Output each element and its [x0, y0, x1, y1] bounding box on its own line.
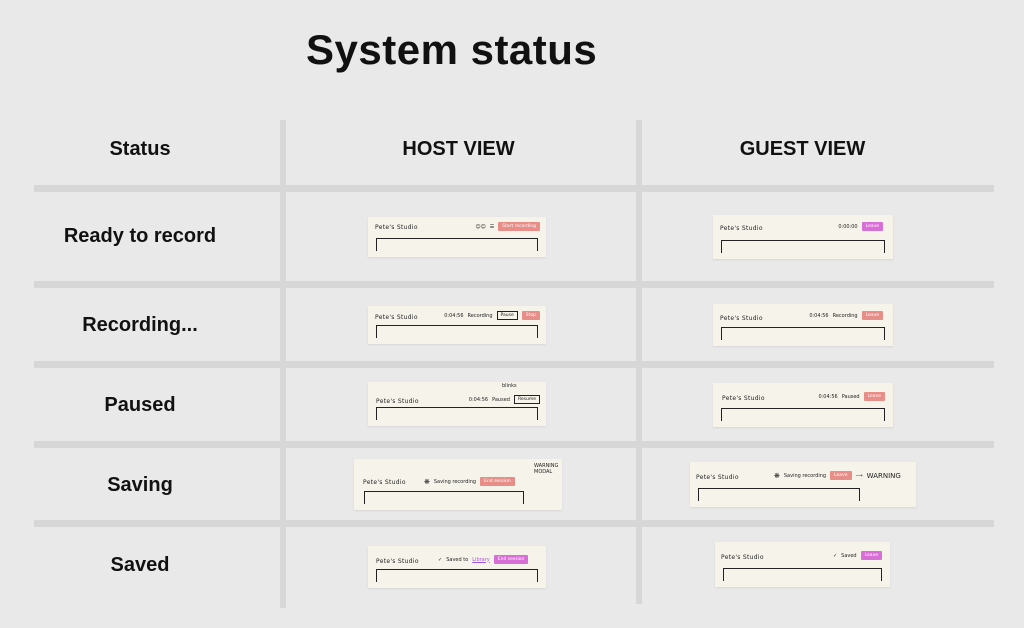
- pause-button[interactable]: Pause: [496, 311, 518, 320]
- studio-name: Pete's Studio: [696, 474, 739, 481]
- check-icon: ✓: [832, 552, 838, 559]
- video-area: [721, 240, 885, 253]
- stop-button[interactable]: Stop: [521, 311, 540, 320]
- guest-card-paused: Pete's Studio 0:04:56 Paused Leave: [713, 383, 893, 427]
- spinner-icon: ❋: [424, 477, 430, 486]
- video-area: [723, 568, 882, 581]
- header-guest-view: GUEST VIEW: [739, 138, 866, 160]
- studio-name: Pete's Studio: [720, 315, 763, 322]
- video-area: [376, 238, 538, 251]
- leave-button[interactable]: Leave: [861, 311, 883, 320]
- studio-name: Pete's Studio: [721, 554, 764, 561]
- saved-status: Saved: [841, 552, 857, 559]
- row-label-recording: Recording...: [82, 314, 198, 336]
- row-label-saved: Saved: [110, 554, 170, 576]
- guest-card-ready: Pete's Studio 0:00:00 Leave: [713, 215, 893, 259]
- end-session-button[interactable]: End session: [480, 477, 515, 486]
- video-area: [698, 488, 860, 501]
- timer: 0:04:56: [444, 312, 464, 319]
- grid-divider: [34, 520, 994, 527]
- check-icon: ✓: [438, 556, 443, 563]
- row-label-ready: Ready to record: [63, 225, 217, 247]
- studio-name: Pete's Studio: [375, 224, 418, 231]
- saved-status: Saved to: [446, 556, 469, 563]
- blinks-note: blinks: [502, 383, 517, 389]
- settings-icon: ☰: [489, 223, 495, 230]
- leave-button[interactable]: Leave: [861, 222, 883, 231]
- saving-status: Saving recording: [433, 478, 477, 485]
- studio-name: Pete's Studio: [720, 225, 763, 232]
- leave-button[interactable]: Leave: [860, 551, 882, 560]
- host-card-paused: Pete's Studio blinks 0:04:56 Paused Resu…: [368, 382, 546, 426]
- warning-note: WARNING: [866, 471, 901, 480]
- leave-button[interactable]: Leave: [863, 392, 885, 401]
- grid-divider: [34, 281, 994, 288]
- grid-divider: [34, 441, 994, 448]
- recording-status: Recording: [467, 312, 493, 319]
- end-session-button[interactable]: End session: [493, 555, 529, 564]
- recording-status: Recording: [832, 312, 858, 319]
- arrow-right-icon: ⟶: [855, 472, 863, 479]
- video-area: [376, 407, 538, 420]
- spinner-icon: ❋: [774, 471, 780, 480]
- video-area: [376, 569, 538, 582]
- start-recording-button[interactable]: Start recording: [498, 222, 540, 231]
- leave-button[interactable]: Leave: [830, 471, 852, 480]
- studio-name: Pete's Studio: [376, 558, 419, 565]
- timer: 0:04:56: [809, 312, 829, 319]
- page-title: System status: [306, 26, 598, 73]
- host-card-recording: Pete's Studio 0:04:56 Recording Pause St…: [368, 306, 546, 344]
- grid-divider: [34, 361, 994, 368]
- guest-card-saving: Pete's Studio ❋ Saving recording Leave ⟶…: [690, 462, 916, 507]
- host-card-saved: Pete's Studio ✓ Saved to Library End ses…: [368, 546, 546, 588]
- studio-name: Pete's Studio: [363, 479, 406, 486]
- row-label-paused: Paused: [104, 394, 176, 416]
- video-area: [721, 327, 885, 340]
- library-link[interactable]: Library: [472, 556, 490, 563]
- timer: 0:04:56: [818, 393, 838, 400]
- studio-name: Pete's Studio: [376, 398, 419, 405]
- people-icon: ☺☺: [475, 223, 486, 230]
- host-card-saving: Pete's Studio WARNING MODAL ❋ Saving rec…: [354, 459, 562, 510]
- guest-card-saved: Pete's Studio ✓ Saved Leave: [715, 542, 890, 587]
- guest-card-recording: Pete's Studio 0:04:56 Recording Leave: [713, 304, 893, 346]
- row-label-saving: Saving: [107, 474, 173, 496]
- studio-name: Pete's Studio: [722, 395, 765, 402]
- saving-status: Saving recording: [783, 472, 827, 479]
- paused-status: Paused: [841, 393, 860, 400]
- video-area: [721, 408, 885, 421]
- timer: 0:04:56: [468, 396, 489, 403]
- grid-divider: [34, 185, 994, 192]
- video-area: [364, 491, 524, 504]
- warning-modal-note: WARNING MODAL: [534, 463, 559, 475]
- header-host-view: HOST VIEW: [402, 138, 515, 160]
- host-card-ready: Pete's Studio ☺☺ ☰ Start recording: [368, 217, 546, 257]
- studio-name: Pete's Studio: [375, 314, 418, 321]
- timer: 0:00:00: [838, 223, 858, 230]
- video-area: [376, 325, 538, 338]
- paused-status: Paused: [492, 396, 510, 403]
- header-status: Status: [109, 138, 171, 160]
- resume-button[interactable]: Resume: [513, 395, 540, 404]
